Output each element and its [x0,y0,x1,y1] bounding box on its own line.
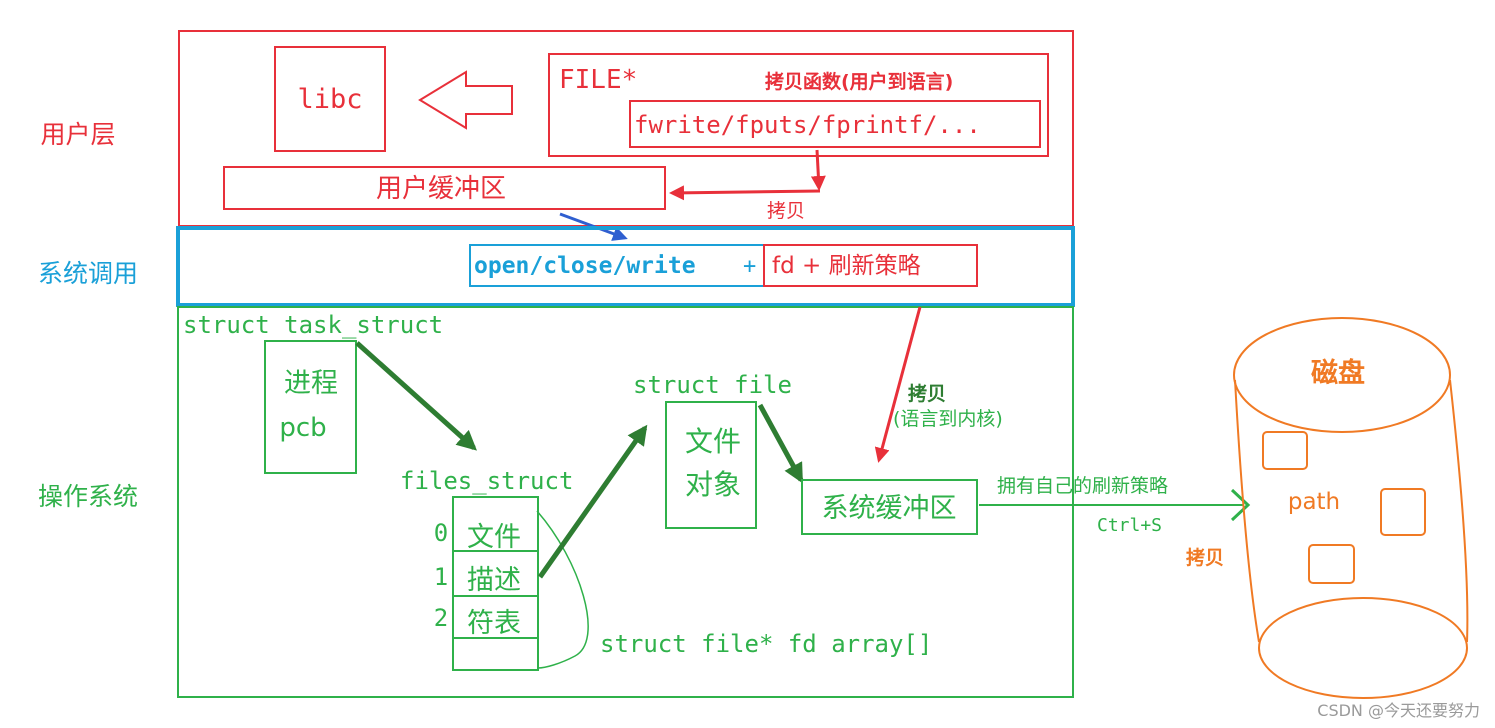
libc-box [274,46,386,152]
layer-label-os: 操作系统 [38,482,138,511]
fd-refresh-label: fd + 刷新策略 [772,253,921,279]
pcb-label-line1: 进程 [284,368,338,399]
disk-path-label: path [1288,489,1340,515]
pcb-label-line2: pcb [279,413,326,443]
libc-label: libc [297,84,362,115]
arrow-functions-down [810,149,826,191]
disk-block [1262,431,1308,470]
fd-table-box [452,496,539,671]
struct-file-label: struct file [633,371,792,399]
fd-array-curve [536,510,589,669]
arrow-to-user-buffer [669,185,821,201]
hollow-left-arrow [418,70,513,130]
fd-refresh-box [763,244,978,287]
arrow-fd1-to-file [537,424,648,579]
file-object-box [665,401,757,529]
disk-left-wall [1234,379,1260,643]
functions-box [629,100,1041,148]
files-struct-label: files_struct [400,467,573,495]
file-object-line2: 对象 [685,468,741,501]
syscall-plus: + [743,254,756,279]
file-object-line1: 文件 [685,425,741,458]
syscall-layer-box [176,226,1075,307]
file-ptr-box [548,53,1049,157]
system-buffer-box [801,479,978,535]
copy-lang-kernel-title: 拷贝 [908,382,946,405]
fd-array-label: struct file* fd array[] [600,630,932,658]
os-layer-box [177,306,1074,698]
user-buffer-label: 用户缓冲区 [376,174,506,204]
own-refresh-label: 拥有自己的刷新策略 [997,475,1168,497]
user-buffer-box [223,166,666,210]
ctrl-s-label: Ctrl+S [1097,515,1162,536]
fd-index-0: 0 [434,519,448,547]
arrow-pcb-to-files [355,341,477,451]
fd-table-cell: 文件 [467,522,521,553]
copy-label-user: 拷贝 [767,200,805,222]
disk-bottom [1258,597,1468,699]
disk-title: 磁盘 [1311,357,1365,389]
disk-cylinder [1233,317,1469,699]
layer-label-user: 用户层 [40,120,115,149]
disk-block [1308,544,1355,584]
system-buffer-label: 系统缓冲区 [822,493,957,524]
pcb-box [264,340,357,474]
fd-table-cell: 描述 [467,565,521,596]
disk-top [1233,317,1451,433]
disk-right-wall [1449,379,1469,643]
arrow-syscall-to-sysbuf [874,306,922,463]
fd-table-cell: 符表 [467,608,521,639]
fd-index-1: 1 [434,563,448,591]
task-struct-label: struct task_struct [183,311,443,339]
disk-block [1380,488,1426,536]
arrow-file-to-sysbuf [757,403,804,484]
syscall-calls-label: open/close/write [474,253,696,279]
watermark: CSDN @今天还要努力 [1317,701,1480,720]
fd-index-2: 2 [434,604,448,632]
arrow-sysbuf-to-disk-head [1230,488,1251,522]
functions-label: fwrite/fputs/fprintf/... [634,111,981,139]
copy-lang-kernel-sub: (语言到内核) [893,408,1003,430]
copy-func-label: 拷贝函数(用户到语言) [765,70,953,93]
disk-copy-label: 拷贝 [1186,546,1224,569]
file-ptr-label: FILE* [559,65,637,95]
layer-label-syscall: 系统调用 [38,259,138,288]
